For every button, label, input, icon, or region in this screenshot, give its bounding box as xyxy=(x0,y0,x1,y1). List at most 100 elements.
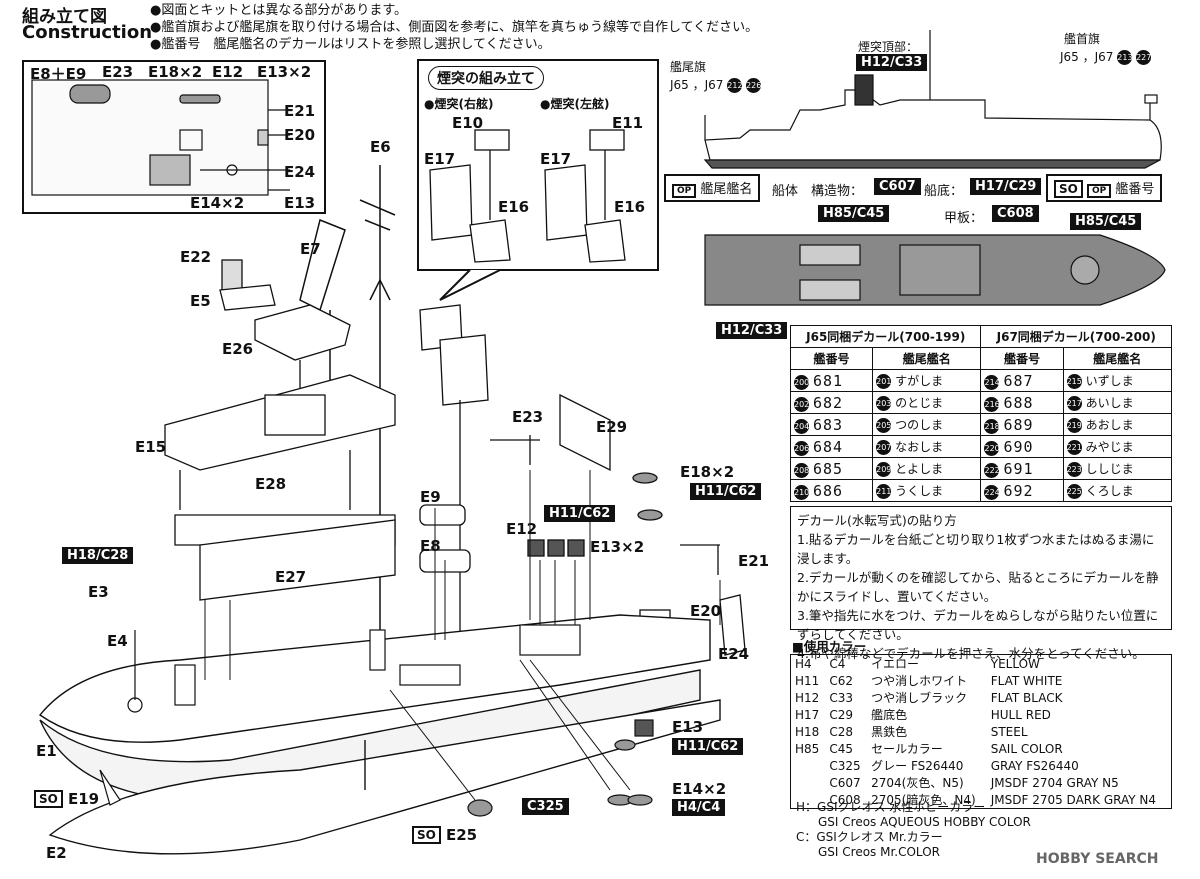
decal-number-circle: 202 xyxy=(794,396,809,412)
bow-flag-num-2: 227 xyxy=(1136,50,1151,65)
hull-paint-tag: C607 xyxy=(874,178,921,195)
decal-col-name-1: 艦尾艦名 xyxy=(872,347,982,370)
inset-label-e12: E12 xyxy=(212,63,244,81)
deck-paint-label: 甲板： xyxy=(944,211,984,226)
tag-c325: C325 xyxy=(522,798,569,815)
inset-label-e21: E21 xyxy=(284,102,316,120)
color-cell-jp: セールカラー xyxy=(871,742,943,756)
color-cell-en: YELLOW xyxy=(990,656,1040,671)
bottom-paint-tag: H17/C29 xyxy=(970,178,1042,195)
funnel-part-e17a: E17 xyxy=(424,150,456,168)
funnel-top-label: 煙突頂部： xyxy=(858,40,919,54)
decal-value: うくしま xyxy=(895,484,944,498)
part-e21: E21 xyxy=(738,552,770,570)
decal-value: ししじま xyxy=(1085,462,1134,476)
decal-number-circle: 215 xyxy=(1066,374,1082,389)
bottom-paint-label: 船底： xyxy=(924,184,964,199)
part-e13: E13 xyxy=(672,718,704,736)
part-e4: E4 xyxy=(107,632,128,650)
note-2: ●艦首旗および艦尾旗を取り付ける場合は、側面図を参考に、旗竿を真ちゅう線等で自作… xyxy=(150,20,759,35)
decal-number-circle: 209 xyxy=(876,462,891,477)
legend-c-jp: C：GSIクレオス Mr.カラー xyxy=(796,830,943,844)
decal-value: 689 xyxy=(1003,415,1034,434)
decal-number-circle: 220 xyxy=(984,440,1000,456)
inset-label-e18: E18×2 xyxy=(148,63,203,81)
funnel-left-label: ●煙突(左舷) xyxy=(540,97,610,111)
color-cell-jp: グレー FS26440 xyxy=(871,759,964,773)
stern-name-box: OP 艦尾艦名 xyxy=(664,174,761,202)
op-icon: OP xyxy=(672,184,697,198)
part-e3: E3 xyxy=(88,583,109,601)
decal-step-2: 2.デカールが動くのを確認してから、貼るところにデカールを静かにスライドし、置い… xyxy=(797,570,1159,604)
stern-flag-num-1: 212 xyxy=(727,78,743,93)
inset-label-e13b: E13 xyxy=(284,194,316,212)
decal-col-name-2: 艦尾艦名 xyxy=(1062,347,1173,370)
decal-value: 682 xyxy=(813,393,844,412)
header-notes: ●図面とキットとは異なる部分があります。 ●艦首旗および艦尾旗を取り付ける場合は… xyxy=(150,2,758,53)
color-cell-c: C62 xyxy=(829,673,854,688)
decal-step-3: 3.筆や指先に水をつけ、デカールをぬらしながら貼りたい位置にずらしてください。 xyxy=(797,608,1159,642)
decal-value: 684 xyxy=(813,437,844,456)
decal-value: 686 xyxy=(813,481,844,500)
part-e2: E2 xyxy=(46,844,67,862)
part-e24: E24 xyxy=(718,645,750,663)
decal-number-circle: 219 xyxy=(1066,418,1082,433)
color-cell-c: C608 xyxy=(829,792,861,807)
watermark: HOBBY SEARCH xyxy=(1036,851,1159,867)
colors-title: ■使用カラー xyxy=(792,639,867,654)
color-cell-c: C29 xyxy=(829,707,854,722)
decal-col-number-1: 艦番号 xyxy=(789,347,874,370)
colors-legend: H：GSIクレオス 水性ホビーカラー GSI Creos AQUEOUS HOB… xyxy=(796,800,1031,860)
part-e9: E9 xyxy=(420,488,441,506)
color-cell-jp: イエロー xyxy=(871,657,920,671)
part-e15: E15 xyxy=(135,438,167,456)
inset-label-e23: E23 xyxy=(102,63,134,81)
color-cell-en: HULL RED xyxy=(990,707,1051,722)
decal-value: すがしま xyxy=(895,374,944,388)
stern-flag-label: 艦尾旗 xyxy=(670,60,707,74)
color-cell-en: FLAT WHITE xyxy=(990,673,1063,688)
decal-number-circle: 204 xyxy=(794,418,809,434)
note-3: ●艦番号 艦尾艦名のデカールはリストを参照し選択してください。 xyxy=(150,37,551,52)
title-en: Construction xyxy=(22,22,153,43)
color-cell-en: FLAT BLACK xyxy=(990,690,1063,705)
decal-value: あおしま xyxy=(1085,418,1134,432)
decal-col-number-2: 艦番号 xyxy=(980,347,1064,370)
color-cell-h: H17 xyxy=(795,707,820,722)
part-e18x2: E18×2 xyxy=(680,463,735,481)
part-e25: E25 xyxy=(446,826,478,844)
decal-number-circle: 210 xyxy=(794,484,809,500)
funnel-part-e16b: E16 xyxy=(614,198,646,216)
decal-number-circle: 223 xyxy=(1066,462,1082,477)
decal-value: つのしま xyxy=(895,418,944,432)
decal-step-1: 1.貼るデカールを台紙ごと切り取り1枚ずつ水またはぬるま湯に浸します。 xyxy=(797,532,1155,566)
inset-label-e8-e9: E8＋E9 xyxy=(30,65,87,83)
decal-number-circle: 214 xyxy=(984,374,1000,390)
funnel-part-e16a: E16 xyxy=(498,198,530,216)
bow-flag-codes: J65 ，J67 213 227 xyxy=(1060,48,1151,65)
part-e22: E22 xyxy=(180,248,212,266)
note-1: ●図面とキットとは異なる部分があります。 xyxy=(150,3,408,18)
color-cell-h: H11 xyxy=(795,673,820,688)
color-cell-en: JMSDF 2704 GRAY N5 xyxy=(990,775,1119,790)
